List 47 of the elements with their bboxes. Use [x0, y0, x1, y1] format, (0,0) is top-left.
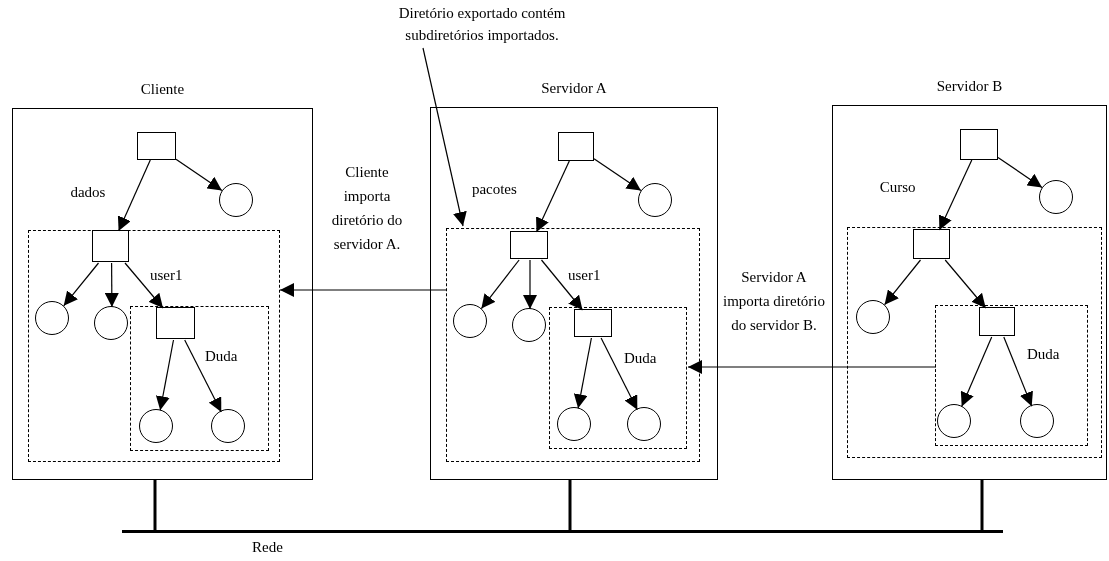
dashed-box — [846, 226, 1102, 458]
arrow — [422, 47, 467, 227]
arrow — [155, 339, 175, 411]
box-title: Servidor B — [935, 78, 1004, 95]
network-line — [568, 480, 572, 530]
arrow — [600, 337, 638, 411]
arrow — [687, 360, 937, 374]
directory-name: Duda — [624, 349, 657, 367]
directory-box — [510, 231, 548, 259]
directory-box — [959, 128, 998, 160]
directory-box — [92, 230, 129, 262]
directory-box — [155, 306, 195, 339]
annotation-text: Diretório exportado contém subdiretórios importados. — [372, 2, 592, 48]
box-title: Servidor A — [540, 80, 608, 97]
arrow — [124, 262, 164, 309]
arrow — [184, 339, 222, 413]
arrow — [480, 259, 520, 310]
arrow — [535, 160, 570, 233]
arrow — [1003, 336, 1033, 407]
dashed-box — [935, 305, 1088, 446]
dashed-box — [549, 307, 687, 449]
directory-box — [136, 131, 176, 160]
arrow — [938, 159, 973, 231]
directory-box — [913, 229, 950, 259]
arrow — [117, 159, 151, 232]
directory-name: Duda — [205, 347, 238, 365]
box-title: Cliente — [139, 81, 186, 98]
arrow — [104, 262, 119, 308]
network-label: Rede — [252, 539, 283, 556]
network-line — [980, 480, 984, 530]
network-line — [153, 480, 157, 530]
arrow — [175, 158, 223, 191]
directory-box — [573, 308, 612, 337]
directory-name: Duda — [1027, 345, 1060, 363]
arrow — [884, 259, 922, 306]
arrow — [960, 336, 993, 407]
directory-box — [557, 131, 594, 161]
arrow — [997, 156, 1043, 188]
dashed-box — [130, 306, 269, 451]
arrow — [279, 283, 447, 297]
arrow — [63, 262, 100, 307]
arrow — [540, 259, 584, 311]
arrow — [573, 337, 592, 409]
directory-box — [978, 306, 1015, 336]
arrow — [944, 259, 987, 309]
arrow — [593, 158, 642, 192]
arrow — [523, 259, 537, 310]
